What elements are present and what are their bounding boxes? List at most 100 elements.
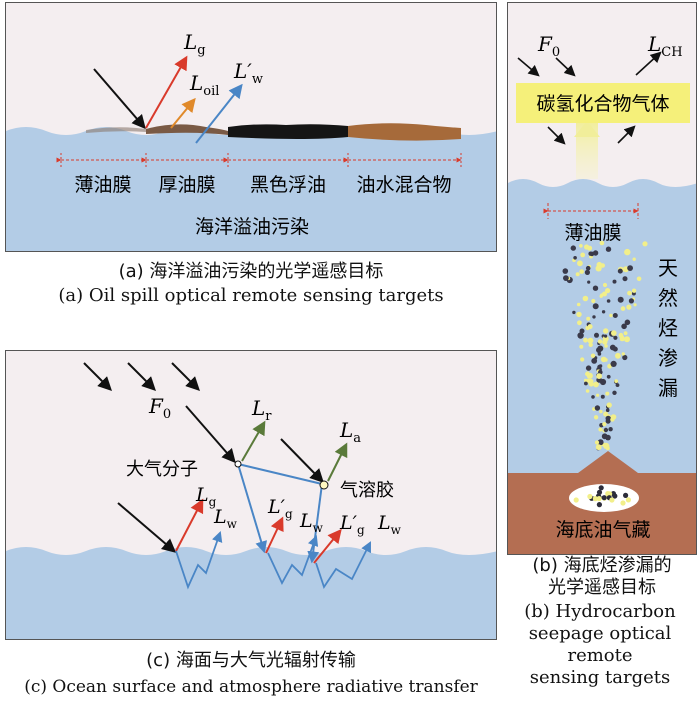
- bubble: [585, 270, 590, 275]
- reservoir-bubble: [587, 494, 592, 499]
- bubble: [586, 266, 591, 271]
- bubble: [620, 335, 625, 340]
- bubble: [596, 373, 602, 379]
- bubble: [583, 296, 589, 302]
- label-lg2: L′g: [267, 496, 293, 521]
- bubble: [591, 354, 595, 358]
- label-lw3: Lw: [377, 512, 402, 537]
- bubble: [613, 313, 618, 318]
- bubble: [609, 314, 612, 317]
- label-lg: Lg: [183, 30, 206, 58]
- bubble: [587, 373, 593, 379]
- bubble: [624, 336, 630, 342]
- bubble: [610, 417, 614, 421]
- bubble: [584, 379, 587, 382]
- bubble: [591, 299, 595, 303]
- bubble: [627, 291, 632, 296]
- bubble: [598, 339, 602, 343]
- seep-vertical-label: 天 然 烃 渗 漏: [658, 256, 678, 400]
- bubble: [577, 303, 581, 307]
- bubble: [598, 428, 602, 432]
- bubble: [637, 277, 642, 282]
- caption-b-zh: (b) 海底烃渗漏的 光学遥感目标: [507, 555, 697, 599]
- bubble: [596, 444, 602, 450]
- bubble: [592, 315, 595, 318]
- bubble: [621, 306, 626, 311]
- bubble: [602, 422, 606, 426]
- bubble: [584, 382, 588, 386]
- bubble: [586, 365, 591, 370]
- bubble: [580, 357, 584, 361]
- bubble: [632, 289, 636, 293]
- bubble: [604, 428, 608, 432]
- label-lw2: Lw: [299, 510, 324, 535]
- bubble: [613, 336, 617, 340]
- bubble: [606, 408, 610, 412]
- caption-b-en-line3: sensing targets: [500, 667, 700, 689]
- zone-label-mix: 油水混合物: [356, 174, 451, 196]
- label-f0-c: F0: [148, 394, 171, 422]
- label-lg3: L′g: [339, 512, 365, 537]
- bubble: [595, 440, 599, 444]
- aerosol-dot: [320, 481, 328, 489]
- panel-b: F0 LCH 碳氢化合物气体 薄油膜 天 然 烃 渗 漏 海底油气藏: [507, 2, 697, 555]
- bubble: [597, 262, 603, 268]
- bubble: [603, 328, 608, 333]
- bubble: [622, 352, 625, 355]
- bubble: [591, 395, 595, 399]
- bubble: [622, 355, 627, 360]
- gas-box-label: 碳氢化合物气体: [536, 93, 669, 115]
- black-slick: [228, 124, 348, 139]
- molecule-label: 大气分子: [126, 459, 198, 480]
- bubble: [613, 347, 618, 352]
- bubble: [633, 258, 636, 261]
- ocean-pollution-label: 海洋溢油污染: [195, 216, 309, 238]
- zone-label-thin: 薄油膜: [74, 174, 131, 196]
- bubble: [588, 252, 592, 256]
- bubble: [608, 427, 612, 431]
- bubble: [596, 394, 599, 397]
- label-lch: LCH: [647, 32, 683, 60]
- bubble: [602, 433, 608, 439]
- caption-c-en: (c) Ocean surface and atmosphere radiati…: [0, 676, 502, 698]
- caption-b-zh-line1: (b) 海底烃渗漏的: [507, 555, 697, 577]
- caption-b-en-line1: (b) Hydrocarbon: [500, 601, 700, 623]
- bubble: [605, 288, 610, 293]
- reservoir-bubble: [574, 497, 579, 502]
- reservoir-bubble: [620, 500, 625, 505]
- bubble: [603, 283, 607, 287]
- bubble: [613, 280, 617, 284]
- reservoir-bubble: [597, 502, 602, 507]
- label-loil: Loil: [189, 71, 219, 99]
- bubble: [607, 299, 611, 303]
- bubble: [606, 446, 610, 450]
- bubble: [615, 353, 621, 359]
- label-la: La: [339, 418, 361, 446]
- bubble: [602, 310, 605, 313]
- bubble: [588, 338, 594, 344]
- reservoir-bubble: [602, 495, 607, 500]
- bubble: [612, 391, 616, 395]
- bubble: [629, 298, 634, 303]
- bubble: [594, 415, 598, 419]
- reservoir-bubble: [609, 497, 614, 502]
- zone-label-thick: 厚油膜: [158, 174, 215, 196]
- bubble: [606, 416, 611, 421]
- ocean-surface-c: [6, 547, 497, 640]
- bubble: [604, 344, 608, 348]
- bubble: [576, 272, 580, 276]
- bubble: [600, 293, 603, 296]
- caption-b-en: (b) Hydrocarbon seepage optical remote s…: [500, 601, 700, 689]
- bubble: [594, 333, 599, 338]
- svg-text:天: 天: [658, 256, 678, 280]
- panel-a-diagram: Lg Loil L′w 薄油膜 厚油膜 黑色浮油 油水混合物 海洋溢油污染: [6, 3, 497, 252]
- bubble: [588, 324, 593, 329]
- reservoir-bubble: [623, 493, 628, 498]
- bubble: [601, 357, 607, 363]
- bubble: [596, 347, 602, 353]
- bubble: [588, 379, 593, 384]
- bubble: [576, 312, 581, 317]
- bubble: [623, 276, 628, 281]
- molecule-dot: [235, 461, 241, 467]
- bubble: [593, 382, 599, 388]
